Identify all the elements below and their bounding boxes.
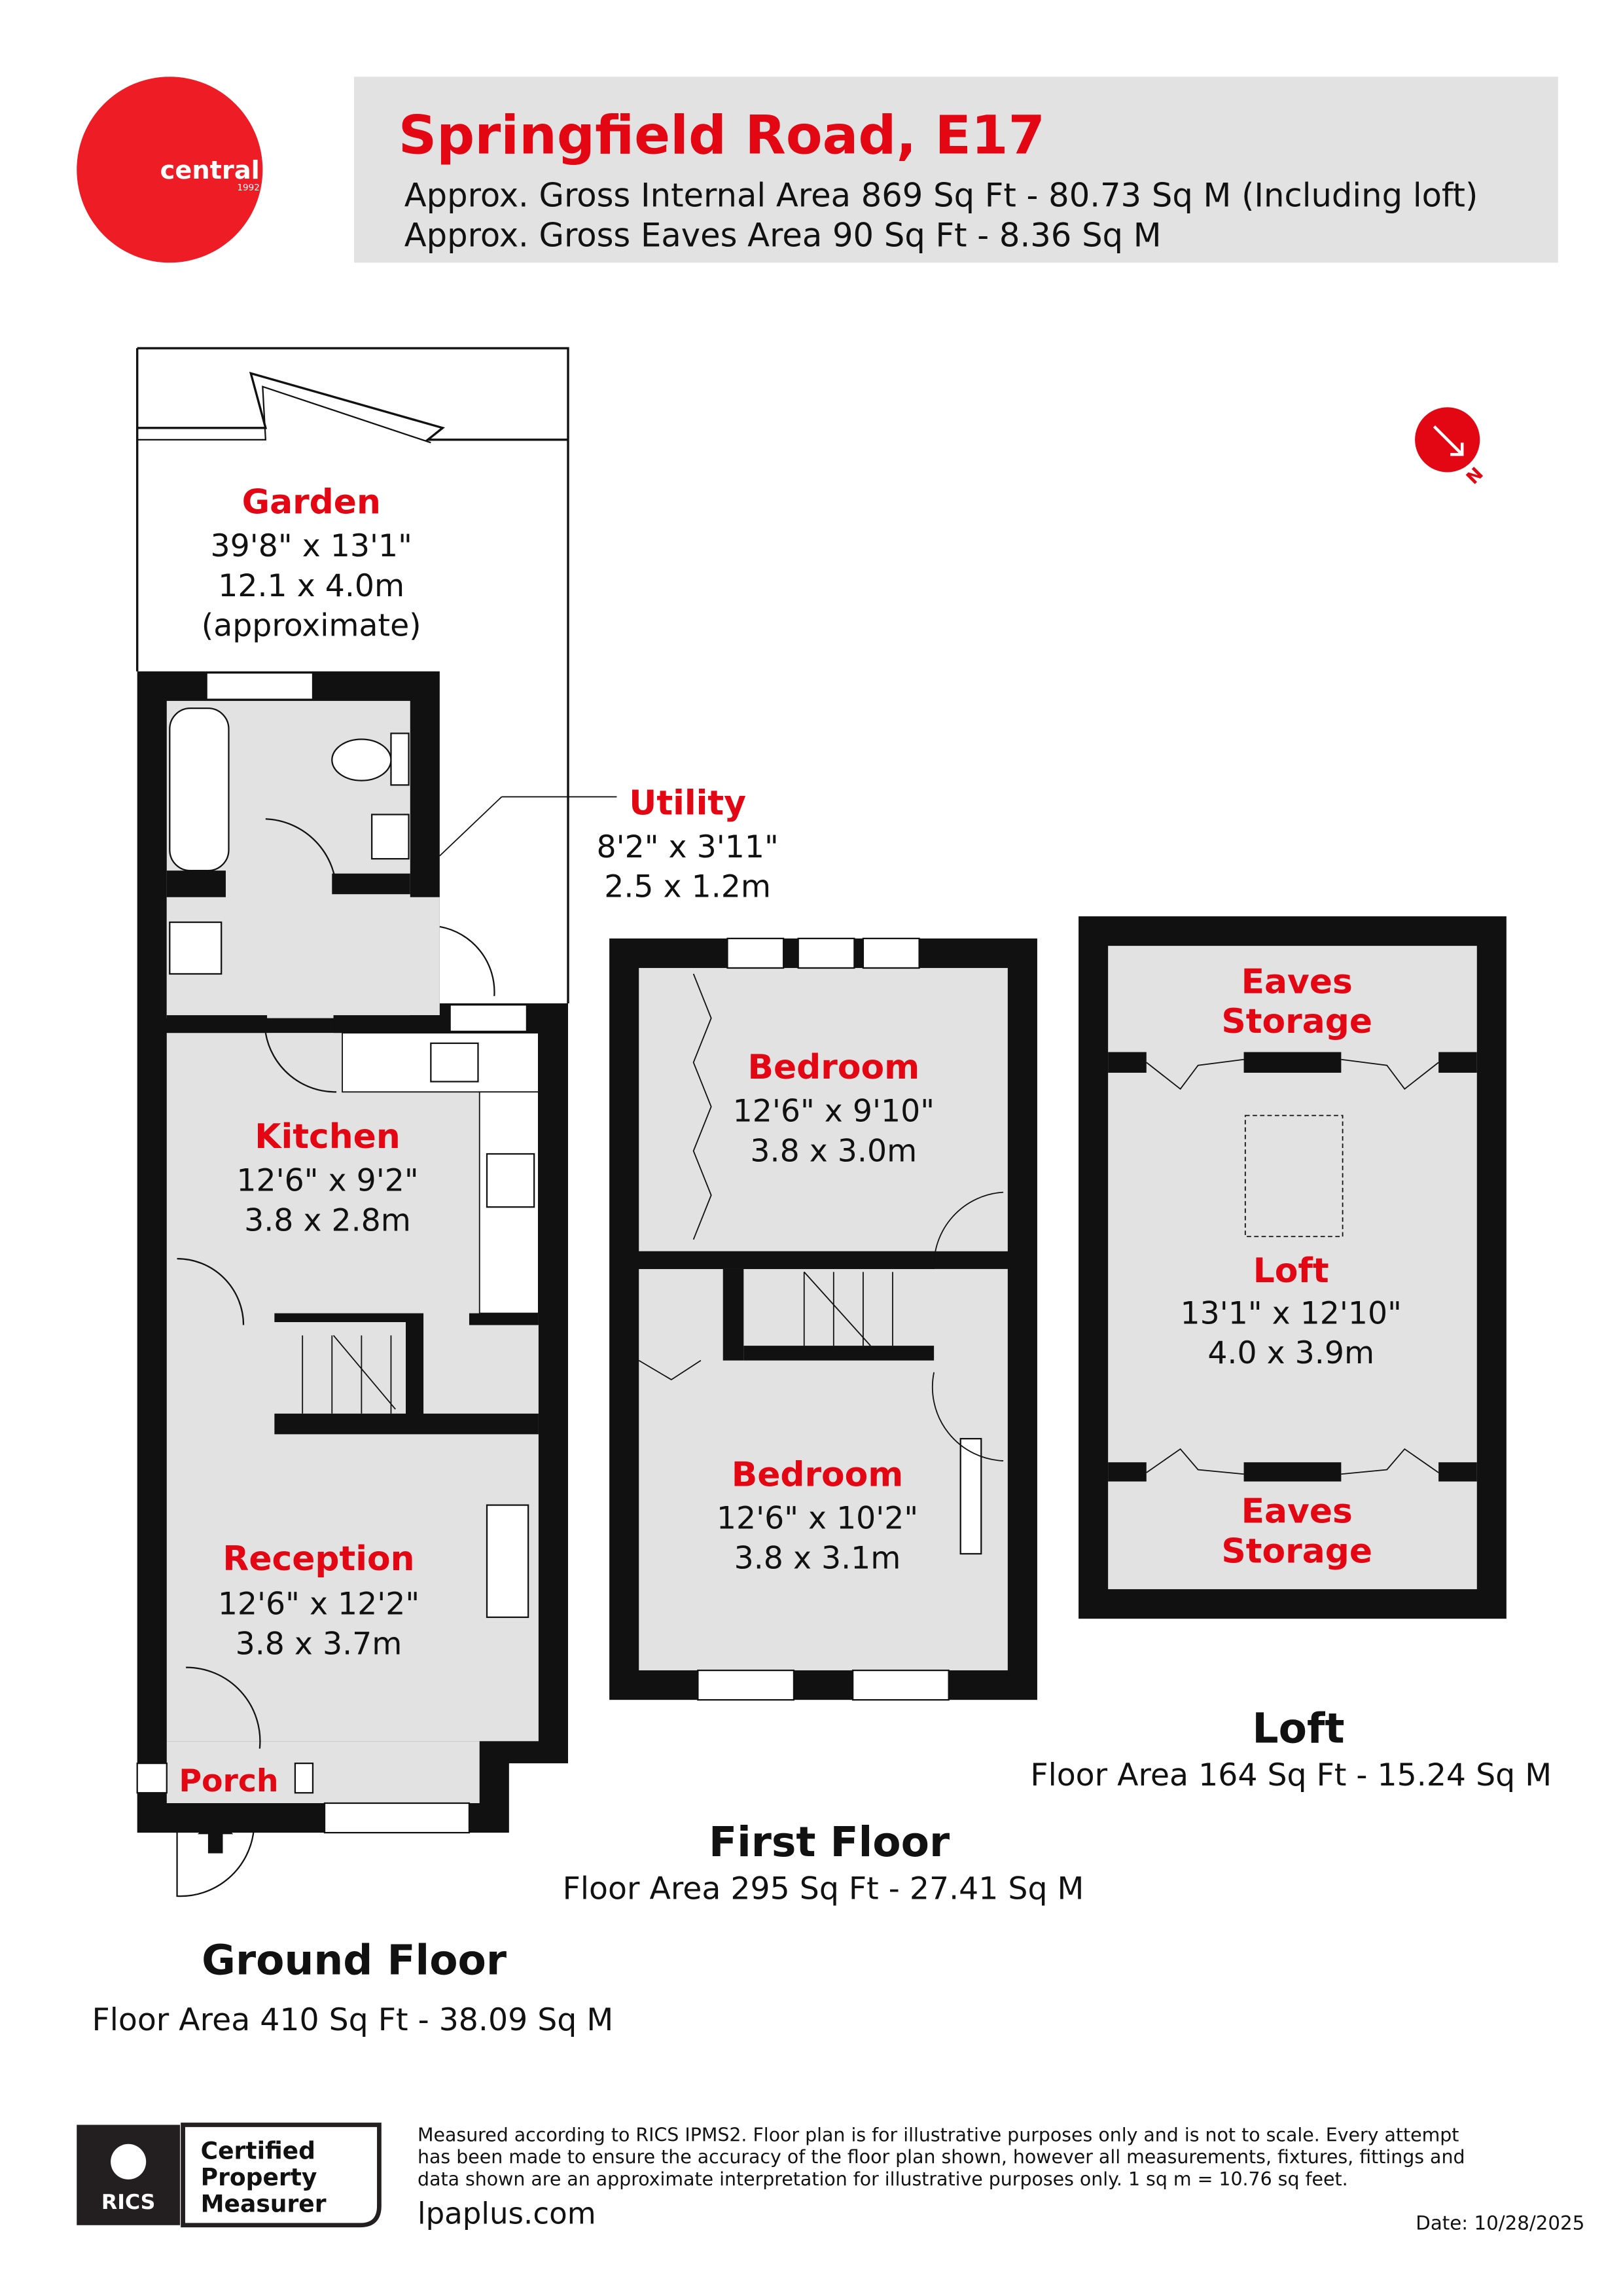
loft-plan: [1079, 916, 1507, 1619]
porch-label: Porch: [179, 1763, 278, 1799]
kitchen-label: Kitchen 12'6" x 9'2" 3.8 x 2.8m: [236, 1117, 418, 1238]
central-logo: central 1992: [77, 77, 263, 263]
svg-text:data shown are an approximate: data shown are an approximate interpreta…: [418, 2168, 1348, 2190]
header-panel: [354, 77, 1558, 263]
svg-text:Bedroom: Bedroom: [732, 1455, 904, 1494]
eaves-storage-1-label: Eaves Storage: [1221, 962, 1372, 1041]
ground-floor-title: Ground Floor: [202, 1936, 507, 1984]
svg-text:Kitchen: Kitchen: [255, 1117, 400, 1157]
north-arrow-icon: N: [1415, 407, 1488, 488]
loft-floor-title: Loft: [1252, 1704, 1344, 1753]
svg-text:4.0 x 3.9m: 4.0 x 3.9m: [1207, 1335, 1374, 1371]
gross-internal-area: Approx. Gross Internal Area 869 Sq Ft - …: [404, 177, 1478, 215]
disclaimer: Measured according to RICS IPMS2. Floor …: [418, 2124, 1465, 2190]
svg-text:2.5 x 1.2m: 2.5 x 1.2m: [604, 869, 771, 905]
svg-text:3.8 x 2.8m: 3.8 x 2.8m: [244, 1202, 411, 1238]
svg-text:12'6" x 10'2": 12'6" x 10'2": [717, 1501, 918, 1537]
first-floor-area: Floor Area 295 Sq Ft - 27.41 Sq M: [563, 1871, 1084, 1907]
svg-text:8'2" x 3'11": 8'2" x 3'11": [597, 829, 779, 865]
svg-text:Bedroom: Bedroom: [748, 1048, 920, 1087]
rics-lion-icon: [111, 2144, 147, 2179]
rics-certified-badge: RICS Certified Property Measurer: [77, 2123, 382, 2228]
svg-text:Certified: Certified: [201, 2137, 315, 2164]
svg-text:1992: 1992: [237, 183, 259, 193]
loft-floor-area: Floor Area 164 Sq Ft - 15.24 Sq M: [1030, 1757, 1552, 1793]
svg-text:3.8 x 3.1m: 3.8 x 3.1m: [734, 1541, 901, 1577]
svg-text:Property: Property: [201, 2164, 317, 2191]
eaves-storage-2-label: Eaves Storage: [1221, 1492, 1372, 1571]
svg-text:3.8 x 3.0m: 3.8 x 3.0m: [750, 1133, 917, 1169]
svg-text:Garden: Garden: [242, 483, 381, 522]
svg-text:12.1 x 4.0m: 12.1 x 4.0m: [218, 568, 404, 604]
svg-text:Loft: Loft: [1253, 1251, 1329, 1291]
svg-text:Storage: Storage: [1221, 1532, 1372, 1571]
first-floor-plan: [609, 937, 1037, 1701]
svg-text:central: central: [160, 156, 260, 185]
svg-text:13'1" x 12'10": 13'1" x 12'10": [1180, 1295, 1401, 1331]
svg-text:3.8 x 3.7m: 3.8 x 3.7m: [236, 1626, 402, 1662]
svg-text:Measured according to RICS IPM: Measured according to RICS IPMS2. Floor …: [418, 2124, 1459, 2145]
website-link[interactable]: lpaplus.com: [418, 2197, 596, 2231]
svg-text:12'6" x 12'2": 12'6" x 12'2": [218, 1586, 419, 1622]
svg-text:Reception: Reception: [223, 1539, 414, 1579]
first-floor-title: First Floor: [709, 1818, 950, 1866]
svg-text:RICS: RICS: [101, 2191, 156, 2214]
bedroom-2-label: Bedroom 12'6" x 10'2" 3.8 x 3.1m: [717, 1455, 918, 1576]
svg-text:12'6" x 9'2": 12'6" x 9'2": [236, 1162, 418, 1198]
loft-room-label: Loft 13'1" x 12'10" 4.0 x 3.9m: [1180, 1251, 1401, 1371]
svg-text:39'8" x 13'1": 39'8" x 13'1": [211, 528, 412, 564]
svg-text:Eaves: Eaves: [1241, 962, 1353, 1001]
svg-text:Eaves: Eaves: [1241, 1492, 1353, 1532]
bedroom-1-label: Bedroom 12'6" x 9'10" 3.8 x 3.0m: [733, 1048, 935, 1169]
utility-label: Utility 8'2" x 3'11" 2.5 x 1.2m: [597, 783, 779, 905]
svg-text:has been made to ensure the ac: has been made to ensure the accuracy of …: [418, 2146, 1465, 2168]
svg-text:Storage: Storage: [1221, 1002, 1372, 1041]
property-title: Springfield Road, E17: [399, 105, 1045, 166]
svg-text:Measurer: Measurer: [201, 2190, 327, 2217]
svg-text:12'6" x 9'10": 12'6" x 9'10": [733, 1093, 935, 1129]
ground-floor-area: Floor Area 410 Sq Ft - 38.09 Sq M: [92, 2002, 613, 2038]
ground-floor-plan: [136, 347, 617, 1897]
plan-date: Date: 10/28/2025: [1416, 2212, 1584, 2234]
svg-text:N: N: [1463, 463, 1488, 488]
gross-eaves-area: Approx. Gross Eaves Area 90 Sq Ft - 8.36…: [404, 217, 1162, 255]
svg-text:Utility: Utility: [629, 783, 746, 823]
reception-label: Reception 12'6" x 12'2" 3.8 x 3.7m: [218, 1539, 419, 1662]
garden-label: Garden 39'8" x 13'1" 12.1 x 4.0m (approx…: [202, 483, 421, 644]
svg-text:(approximate): (approximate): [202, 608, 421, 644]
